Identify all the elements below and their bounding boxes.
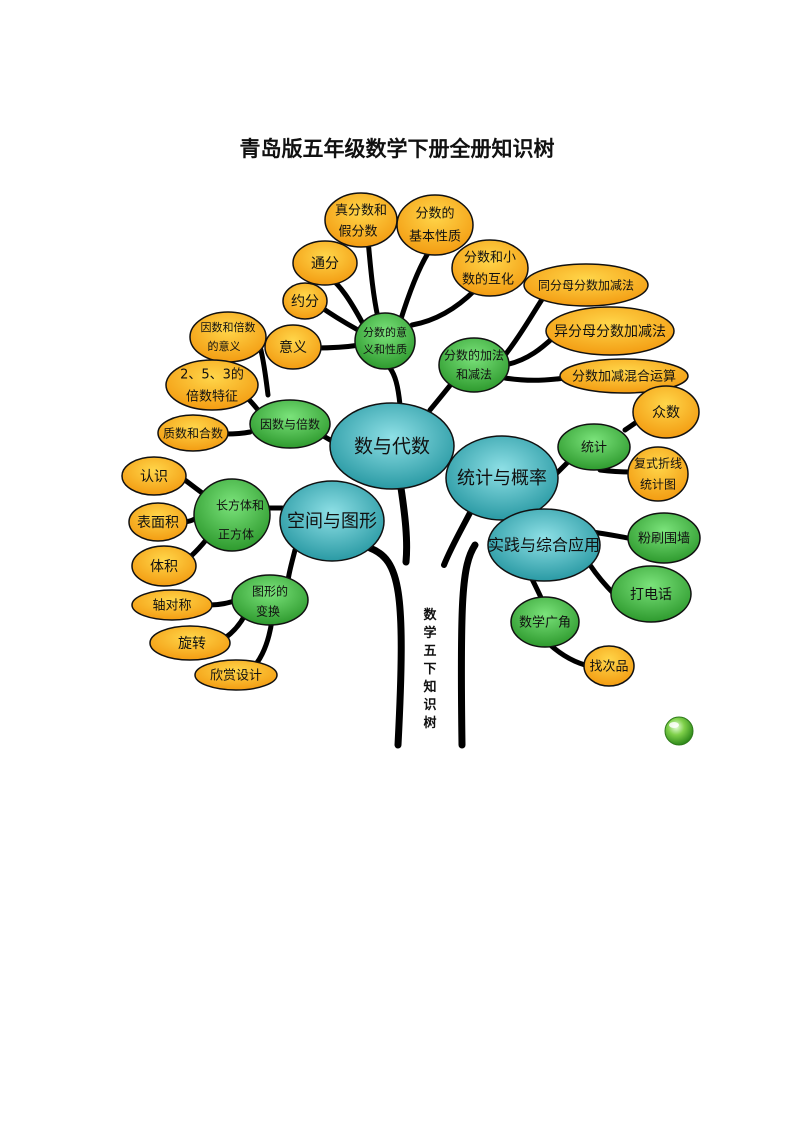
node-tuxing-bianhuan-line1: 图形的: [252, 584, 288, 599]
node-yinshu-yiyi-line2: 的意义: [208, 339, 241, 353]
node-tong-fenmu-label: 同分母分数加减法: [538, 278, 634, 293]
node-hucha[interactable]: 分数和小 数的互化: [451, 239, 529, 297]
node-zhen-jia-line1: 真分数和: [335, 204, 387, 219]
node-zhongshu-label: 众数: [652, 405, 680, 421]
node-fenshu-jiajian[interactable]: 分数的加法 和减法: [438, 337, 510, 393]
node-changfangti[interactable]: 长方体和 正方体: [193, 478, 271, 552]
node-shuxue-guangjiao[interactable]: 数学广角: [510, 596, 580, 648]
trunk-label: 数学五下知识树: [423, 608, 437, 731]
node-renshi-label: 认识: [140, 469, 168, 485]
node-fenshu-jiajian-line2: 和减法: [456, 368, 492, 382]
node-fenshu-yiyi-line1: 分数的意: [363, 325, 407, 339]
node-yinshu-yiyi[interactable]: 因数和倍数 的意义: [189, 311, 267, 363]
node-tongji-gailv-label: 统计与概率: [457, 468, 547, 489]
node-zhexian[interactable]: 复式折线 统计图: [627, 446, 689, 502]
node-jiben-xingzhi-line1: 分数的: [415, 206, 454, 222]
node-changfangti-line1: 长方体和: [216, 498, 264, 513]
node-tiji-label: 体积: [150, 559, 178, 575]
node-dadianhua[interactable]: 打电话: [610, 565, 692, 623]
node-changfangti-line2: 正方体: [218, 527, 254, 542]
node-zhongshu[interactable]: 众数: [632, 385, 700, 439]
node-zhishu[interactable]: 质数和合数: [157, 414, 229, 452]
node-xinshang[interactable]: 欣赏设计: [194, 659, 278, 691]
node-shijian-label: 实践与综合应用: [488, 536, 600, 555]
node-fenshua[interactable]: 粉刷围墙: [627, 512, 701, 564]
node-tongji-gailv[interactable]: 统计与概率: [445, 435, 559, 521]
node-yiyi-label: 意义: [279, 339, 307, 356]
node-zhen-jia[interactable]: 真分数和 假分数: [324, 192, 398, 248]
node-beishu-tezheng-line2: 倍数特征: [186, 390, 238, 405]
node-hucha-line1: 分数和小: [464, 251, 516, 266]
node-xinshang-label: 欣赏设计: [210, 669, 262, 684]
node-kongjian-label: 空间与图形: [287, 511, 377, 532]
node-shu-yu-daishu-label: 数与代数: [354, 436, 430, 458]
node-hunhe[interactable]: 分数加减混合运算: [559, 358, 689, 394]
node-renshi[interactable]: 认识: [121, 456, 187, 496]
node-tiji[interactable]: 体积: [131, 545, 197, 587]
node-fenshua-label: 粉刷围墙: [638, 532, 690, 547]
node-tongfen[interactable]: 通分: [292, 240, 358, 286]
node-fenshu-jiajian-line1: 分数的加法: [444, 348, 504, 363]
node-fenshu-yiyi[interactable]: 分数的意 义和性质: [354, 312, 416, 370]
node-zhaocipin-label: 找次品: [589, 659, 628, 675]
node-zhaocipin[interactable]: 找次品: [583, 645, 635, 687]
node-beishu-tezheng-line1: 2、5、3的: [180, 367, 244, 383]
node-biaomianji-label: 表面积: [137, 515, 179, 531]
node-yi-fenmu-label: 异分母分数加减法: [554, 324, 666, 340]
node-tuxing-bianhuan[interactable]: 图形的 变换: [231, 574, 309, 626]
node-tongji[interactable]: 统计: [557, 423, 631, 471]
node-zhouduichen[interactable]: 轴对称: [131, 589, 213, 621]
node-zhouduichen-label: 轴对称: [152, 599, 191, 614]
node-shuxue-guangjiao-label: 数学广角: [519, 615, 571, 631]
green-orb-icon: [664, 716, 694, 746]
node-tong-fenmu[interactable]: 同分母分数加减法: [523, 263, 649, 307]
node-biaomianji[interactable]: 表面积: [128, 502, 188, 542]
node-beishu-tezheng[interactable]: 2、5、3的 倍数特征: [165, 359, 259, 411]
node-tongji-label: 统计: [581, 441, 607, 456]
node-kongjian[interactable]: 空间与图形: [279, 480, 385, 562]
node-yuefen[interactable]: 约分: [282, 282, 328, 320]
node-tuxing-bianhuan-line2: 变换: [256, 604, 280, 619]
node-xuanzhuan[interactable]: 旋转: [149, 625, 231, 661]
node-yinshu-beishu-label: 因数与倍数: [260, 417, 320, 432]
node-yinshu-yiyi-line1: 因数和倍数: [201, 320, 256, 334]
node-zhexian-line1: 复式折线: [634, 456, 682, 471]
node-shijian[interactable]: 实践与综合应用: [487, 508, 601, 582]
node-xuanzhuan-label: 旋转: [178, 636, 206, 652]
node-zhexian-line2: 统计图: [640, 478, 676, 492]
node-zhishu-label: 质数和合数: [163, 426, 223, 441]
node-yiyi[interactable]: 意义: [264, 324, 322, 370]
node-yinshu-beishu[interactable]: 因数与倍数: [249, 399, 331, 449]
node-zhen-jia-line2: 假分数: [338, 225, 377, 240]
node-dadianhua-label: 打电话: [630, 586, 672, 603]
node-tongfen-label: 通分: [311, 256, 339, 272]
node-hunhe-label: 分数加减混合运算: [572, 370, 676, 385]
node-hucha-line2: 数的互化: [462, 272, 514, 288]
node-jiben-xingzhi[interactable]: 分数的 基本性质: [396, 194, 474, 256]
node-jiben-xingzhi-line2: 基本性质: [409, 230, 461, 245]
node-yi-fenmu[interactable]: 异分母分数加减法: [545, 306, 675, 356]
node-yuefen-label: 约分: [291, 294, 319, 310]
node-shu-yu-daishu[interactable]: 数与代数: [329, 402, 455, 490]
page-title: 青岛版五年级数学下册全册知识树: [239, 136, 555, 161]
node-fenshu-yiyi-line2: 义和性质: [363, 342, 407, 356]
